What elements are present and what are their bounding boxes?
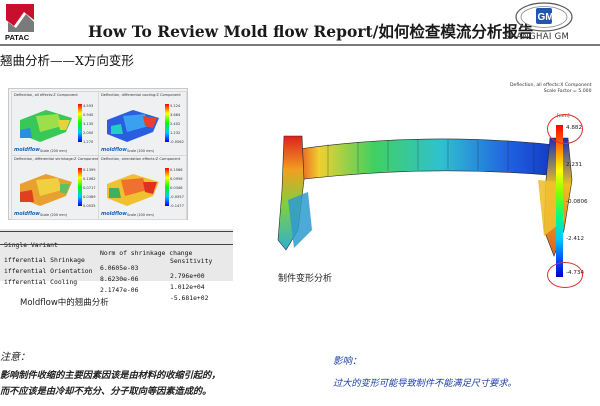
gm-logo-subtext: SHANGHAI GM	[504, 32, 570, 42]
header-divider	[0, 44, 600, 46]
thumbnail-differential-shrinkage: Deflection, differential shrinkage:Z Com…	[11, 155, 100, 220]
colorbar-value: -0.0806	[566, 199, 588, 205]
table-row: ifferential Cooling 2.1747e-06 -5.681e+0…	[4, 278, 209, 302]
thumbnail-caption: Deflection, differential cooling:Z Compo…	[101, 93, 181, 97]
thumbnail-all-effects: Deflection, all effects:Z Component 4.59…	[11, 91, 100, 156]
table-row: ifferential Shrinkage 6.0605e-03 2.796e+…	[4, 256, 205, 280]
part-render	[107, 110, 159, 142]
gm-logo: GM	[514, 2, 574, 32]
table-row: ifferential Orientation 8.6230e-06 1.012…	[4, 267, 205, 291]
moldflow-caption: Moldflow中的翘曲分析	[20, 298, 109, 308]
part-render	[20, 174, 72, 206]
section-title: 翘曲分析——X方向变形	[0, 53, 134, 68]
moldflow-watermark: moldflow	[101, 147, 127, 153]
part-deformation-caption: 制件变形分析	[278, 274, 333, 284]
moldflow-watermark: moldflow	[14, 211, 40, 217]
moldflow-thumbnail-grid: Deflection, all effects:Z Component 4.59…	[8, 88, 188, 220]
part-deformation-render	[277, 135, 573, 257]
thumbnail-caption: Deflection, all effects:Z Component	[14, 93, 78, 97]
column-header: Sensitivity	[170, 257, 213, 265]
patac-logo: PATAC	[4, 2, 38, 42]
thumbnail-caption: Deflection, differential shrinkage:Z Com…	[14, 157, 99, 161]
part-render	[20, 110, 72, 142]
column-header: Norm of shrinkage change	[100, 249, 193, 257]
plot-caption: Deflection, all effects:X Component Scal…	[510, 83, 592, 94]
impact-title: 影响：	[333, 356, 362, 367]
thumbnail-caption: Deflection, orientation effects:Z Compon…	[101, 157, 181, 161]
impact-text: 过大的变形可能导致制件不能满足尺寸要求。	[333, 378, 517, 389]
moldflow-watermark: moldflow	[14, 147, 40, 153]
part-render	[107, 174, 159, 206]
table-header-row: Single Variant Norm of shrinkage change …	[0, 233, 212, 273]
svg-text:GM: GM	[538, 12, 554, 23]
deformation-plot	[268, 80, 588, 300]
highlight-ellipse-min	[547, 262, 583, 288]
sensitivity-table: Single Variant Norm of shrinkage change …	[0, 229, 233, 302]
note-title: 注意：	[0, 352, 30, 363]
thumbnail-orientation-effects: Deflection, orientation effects:Z Compon…	[98, 155, 187, 220]
column-header: Single Variant	[4, 241, 58, 249]
note-text: 影响制件收缩的主要因素因该是由材料的收缩引起的，	[0, 370, 221, 381]
colorbar	[556, 125, 563, 277]
moldflow-watermark: moldflow	[101, 211, 127, 217]
colorbar-value: -2.412	[566, 236, 585, 242]
highlight-ellipse-max	[547, 114, 583, 144]
svg-text:PATAC: PATAC	[5, 33, 30, 42]
header: PATAC How To Review Mold flow Report/如何检…	[0, 0, 600, 46]
note-text: 而不应该是由冷却不充分、分子取向等因素造成的。	[0, 386, 212, 397]
thumbnail-differential-cooling: Deflection, differential cooling:Z Compo…	[98, 91, 187, 156]
colorbar-value: 2.231	[566, 162, 583, 168]
page-title: How To Review Mold flow Report/如何检查模流分析报…	[88, 22, 534, 41]
